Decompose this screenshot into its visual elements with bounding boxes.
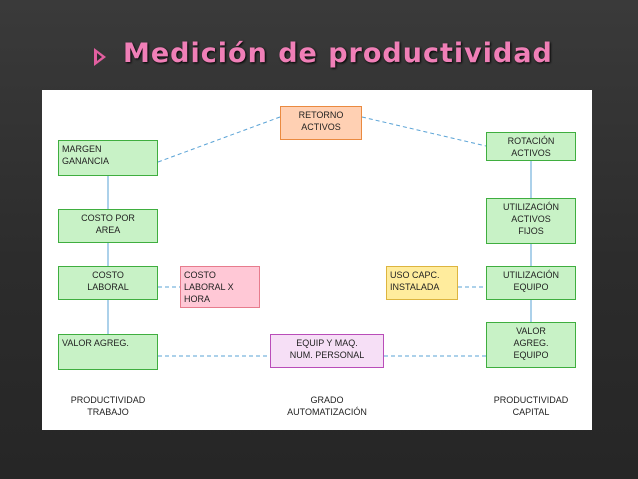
box-margen-ganancia: MARGEN GANANCIA xyxy=(58,140,158,176)
connector-retorno-rotacion xyxy=(361,116,487,147)
box-equip-maq-personal: EQUIP Y MAQ. NUM. PERSONAL xyxy=(270,334,384,368)
label-productividad-capital: PRODUCTIVIDAD CAPITAL xyxy=(493,395,569,417)
label-productividad-trabajo: PRODUCTIVIDAD TRABAJO xyxy=(70,395,146,417)
box-utilizacion-equipo: UTILIZACIÓN EQUIPO xyxy=(486,266,576,300)
box-rotacion-activos: ROTACIÓN ACTIVOS xyxy=(486,132,576,161)
box-uso-capacidad-instalada: USO CAPC. INSTALADA xyxy=(386,266,458,300)
box-costo-laboral-hora: COSTO LABORAL X HORA xyxy=(180,266,260,308)
label-grado-automatizacion: GRADO AUTOMATIZACIÓN xyxy=(287,395,367,417)
slide-title: Medición de productividad xyxy=(123,38,553,69)
box-utilizacion-activos-fijos: UTILIZACIÓN ACTIVOS FIJOS xyxy=(486,198,576,244)
connector-retorno-margen xyxy=(157,116,281,163)
box-retorno-activos: RETORNO ACTIVOS xyxy=(280,106,362,140)
box-valor-agregado-equipo: VALOR AGREG. EQUIPO xyxy=(486,322,576,368)
box-costo-por-area: COSTO POR AREA xyxy=(58,209,158,243)
box-costo-laboral: COSTO LABORAL xyxy=(58,266,158,300)
title-bullet-icon xyxy=(94,48,106,66)
box-valor-agregado: VALOR AGREG. xyxy=(58,334,158,370)
connector-lines xyxy=(107,116,532,357)
diagram-panel: RETORNO ACTIVOS MARGEN GANANCIA COSTO PO… xyxy=(42,90,592,430)
